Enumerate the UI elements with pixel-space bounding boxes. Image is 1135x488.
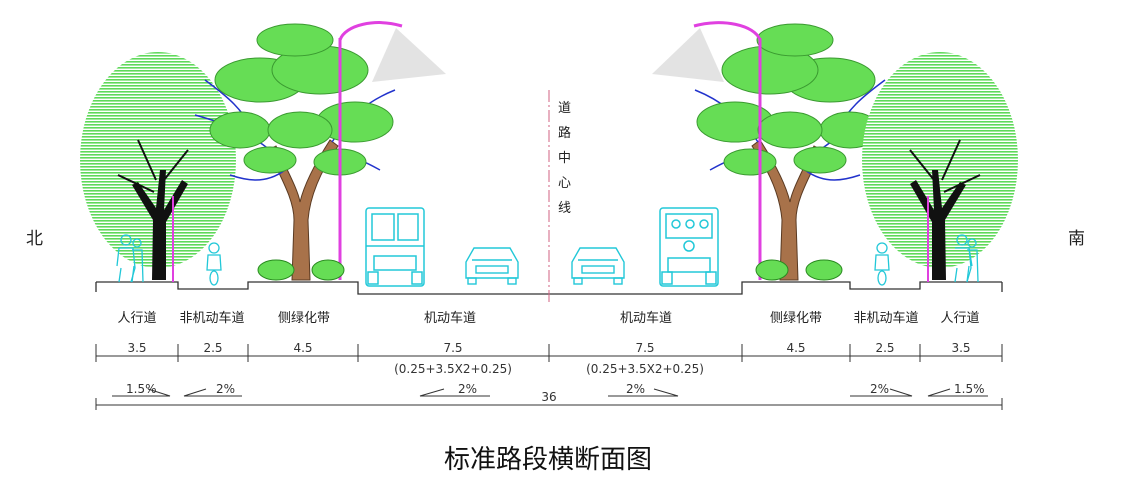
zone-label-sidewalk: 人行道 — [117, 311, 156, 326]
zone-label-green-belt: 侧绿化带 — [278, 311, 330, 326]
slope-value: 2% — [458, 382, 477, 396]
pedestrian-icon — [116, 234, 144, 283]
zone-label-green-belt: 侧绿化带 — [770, 311, 822, 326]
cyclist-icon — [874, 242, 890, 286]
slope-value: 1.5% — [954, 382, 985, 396]
width-value: 7.5 — [443, 341, 462, 355]
ground-profile — [95, 281, 1003, 295]
zone-label-bike-lane: 非机动车道 — [853, 310, 918, 326]
total-dimension-line — [95, 398, 1003, 410]
zone-label-sidewalk: 人行道 — [940, 311, 979, 326]
pedestrian-icon — [954, 234, 979, 283]
width-value: 4.5 — [293, 341, 312, 355]
width-dimension-line — [95, 344, 1003, 362]
cyclist-icon — [206, 242, 222, 286]
slope-value: 2% — [216, 382, 235, 396]
zone-label-bike-lane: 非机动车道 — [179, 310, 244, 326]
car-icon — [571, 247, 625, 285]
width-value: 3.5 — [127, 341, 146, 355]
tree-icon — [861, 51, 1019, 281]
width-value: 4.5 — [786, 341, 805, 355]
lane-detail: (0.25+3.5X2+0.25) — [394, 362, 512, 376]
slope-indicators: 1.5% 2% 2% 2% 2% 1.5% — [112, 382, 988, 397]
shrub-icon — [257, 259, 843, 281]
slope-value: 2% — [626, 382, 645, 396]
south-label: 南 — [1068, 229, 1085, 249]
bus-icon — [365, 207, 425, 287]
street-lamp-icon — [652, 21, 762, 280]
diagram-title: 标准路段横断面图 — [444, 445, 652, 475]
slope-value: 1.5% — [126, 382, 157, 396]
center-line-label: 道路中心线 — [558, 101, 571, 216]
zone-labels: 人行道 非机动车道 侧绿化带 机动车道 机动车道 侧绿化带 非机动车道 人行道 — [117, 310, 979, 326]
width-value: 2.5 — [203, 341, 222, 355]
width-value: 7.5 — [635, 341, 654, 355]
car-icon — [465, 247, 519, 285]
lane-detail: (0.25+3.5X2+0.25) — [586, 362, 704, 376]
zone-label-motor-lane: 机动车道 — [620, 310, 672, 326]
center-line: 道路中心线 — [548, 90, 571, 302]
center-line-label-text: 道路中心线 — [558, 101, 571, 216]
bus-icon — [659, 207, 719, 287]
north-label: 北 — [26, 229, 43, 249]
width-value: 2.5 — [875, 341, 894, 355]
width-value: 3.5 — [951, 341, 970, 355]
total-width: 36 — [541, 390, 556, 404]
zone-label-motor-lane: 机动车道 — [424, 310, 476, 326]
street-lamp-icon — [338, 21, 446, 280]
width-values: 3.5 2.5 4.5 7.5 7.5 4.5 2.5 3.5 (0.25+3.… — [127, 341, 970, 376]
slope-value: 2% — [870, 382, 889, 396]
